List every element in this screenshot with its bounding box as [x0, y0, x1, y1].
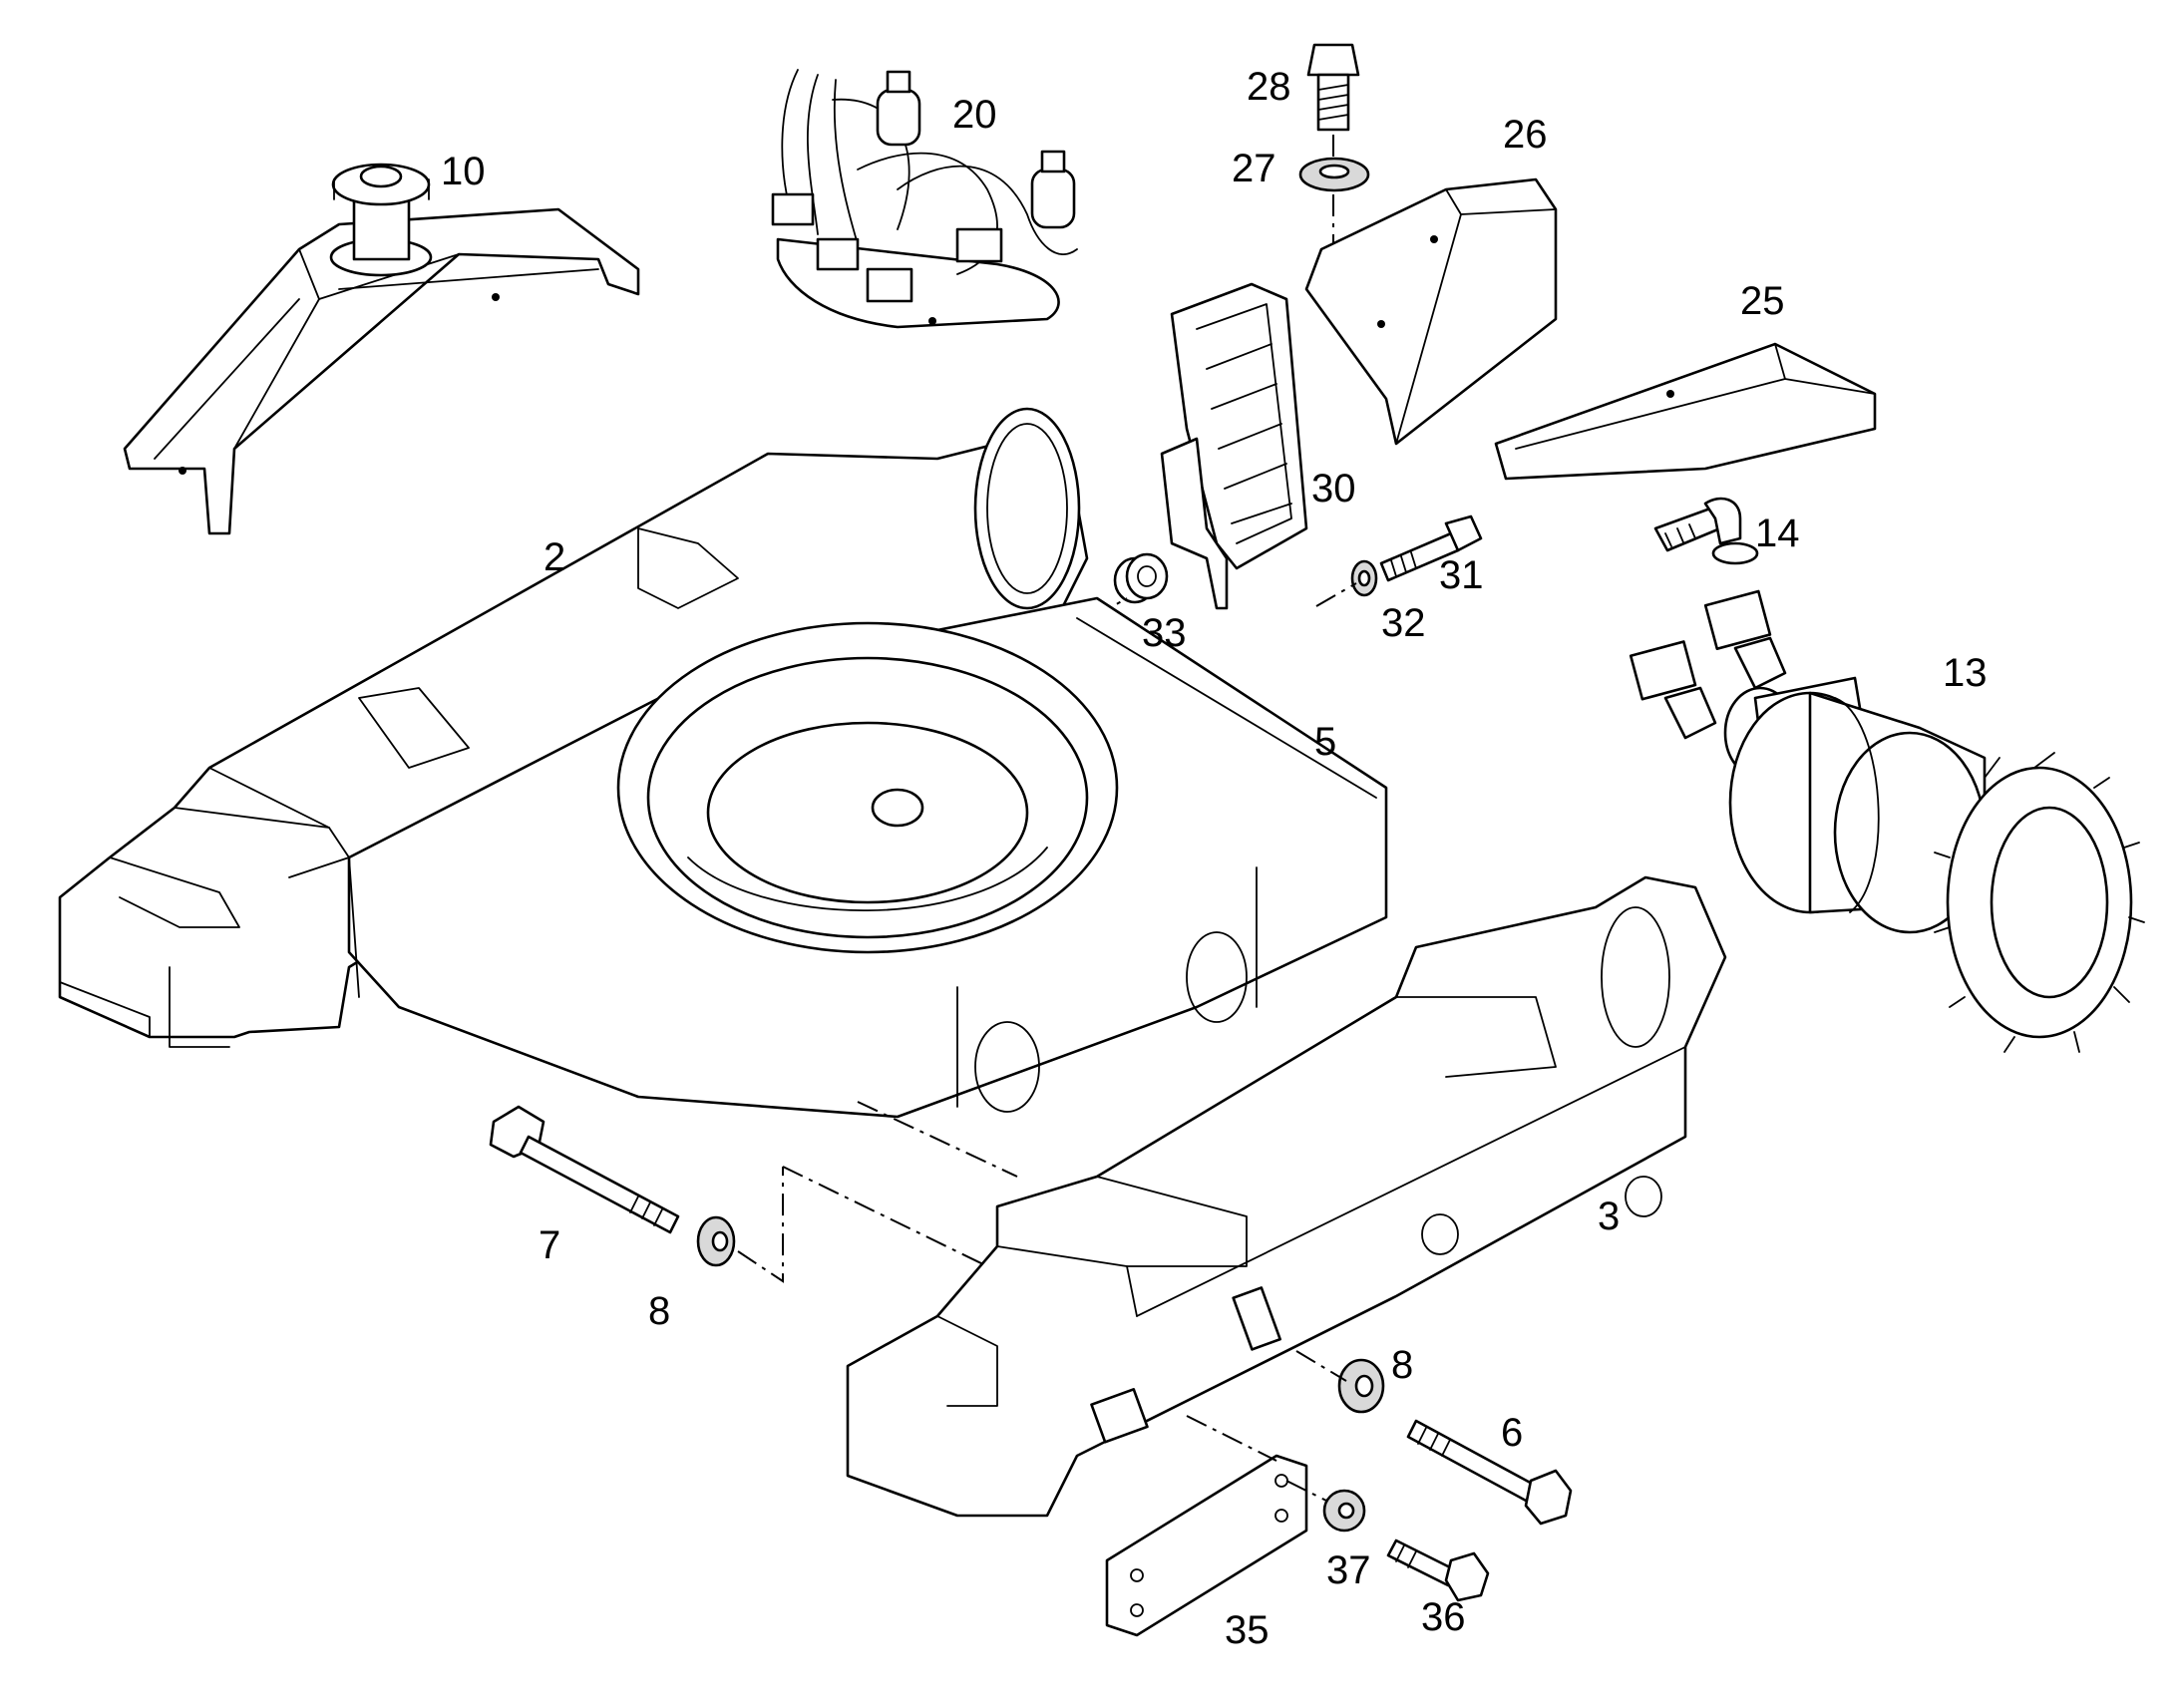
callout-33: 33	[1142, 611, 1187, 655]
part-25-guard[interactable]	[1494, 342, 1877, 481]
callout-25: 25	[1740, 279, 1785, 323]
part-7-bolt[interactable]	[489, 1105, 680, 1234]
callout-32: 32	[1381, 601, 1426, 645]
part-33-spacer[interactable]	[1113, 552, 1169, 604]
callout-7: 7	[539, 1223, 560, 1267]
leader-line-37	[1285, 1480, 1327, 1502]
callout-14: 14	[1755, 512, 1800, 555]
part-10-crossbeam[interactable]	[123, 163, 640, 535]
callout-13: 13	[1943, 651, 1988, 695]
part-28-bolt[interactable]	[1306, 43, 1360, 160]
part-31-bolt[interactable]	[1379, 514, 1483, 582]
callout-30: 30	[1311, 467, 1356, 511]
sprocket[interactable]	[1934, 752, 2145, 1053]
callout-6: 6	[1501, 1411, 1523, 1455]
part-2-left-track-frame[interactable]	[58, 407, 1089, 1048]
part-32-washer[interactable]	[1350, 559, 1378, 597]
part-37-washer[interactable]	[1322, 1489, 1366, 1533]
leader-line-7	[782, 1166, 988, 1267]
callout-31: 31	[1439, 553, 1484, 597]
callout-10: 10	[441, 150, 486, 193]
callout-20: 20	[952, 93, 997, 137]
callout-26: 26	[1503, 113, 1548, 157]
part-30-ladder[interactable]	[1160, 282, 1308, 610]
leader-line-8-right	[1295, 1350, 1347, 1382]
part-14-elbow-fitting[interactable]	[1653, 497, 1759, 565]
callout-5: 5	[1314, 720, 1336, 764]
callout-8-right: 8	[1391, 1343, 1413, 1387]
part-35-plate[interactable]	[1105, 1454, 1308, 1637]
part-8-washer-right[interactable]	[1337, 1358, 1385, 1414]
callout-36: 36	[1421, 1595, 1466, 1639]
part-20-valve-assembly[interactable]	[771, 69, 1078, 329]
callout-8-left: 8	[648, 1289, 670, 1333]
callout-37: 37	[1326, 1548, 1371, 1592]
callout-2: 2	[544, 535, 565, 579]
callout-35: 35	[1225, 1608, 1270, 1652]
leader-line-center	[857, 1101, 1018, 1178]
part-6-bolt[interactable]	[1406, 1419, 1573, 1526]
leader-line-8-left	[737, 1167, 784, 1283]
part-13-travel-motor[interactable]	[1629, 589, 1987, 934]
part-3-right-track-frame[interactable]	[846, 875, 1727, 1518]
callout-labels: 2 3 5 6 7 8 8 10 13 14 20 25 26 27 28 30…	[441, 65, 1988, 1652]
part-5-center-body[interactable]	[347, 596, 1388, 1119]
part-27-washer[interactable]	[1298, 157, 1370, 244]
callout-3: 3	[1598, 1195, 1620, 1238]
part-26-cover[interactable]	[1304, 177, 1558, 446]
leader-line-32	[1315, 582, 1357, 607]
callout-27: 27	[1232, 147, 1276, 190]
callout-28: 28	[1247, 65, 1291, 109]
leader-line-35	[1186, 1415, 1277, 1462]
part-36-bolt[interactable]	[1386, 1538, 1490, 1602]
part-8-washer-left[interactable]	[696, 1215, 736, 1267]
